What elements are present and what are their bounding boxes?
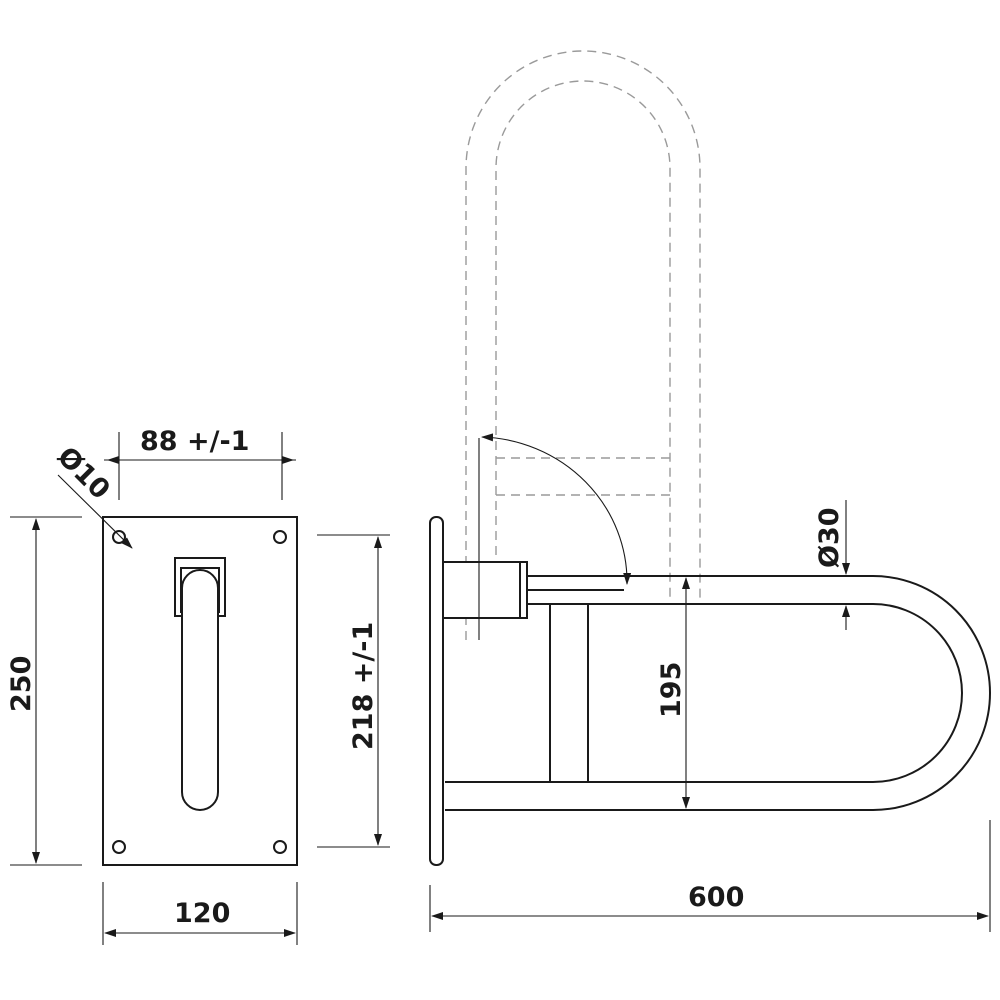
bar-span-label: 195 xyxy=(656,662,687,718)
tube-diameter-label: Ø30 xyxy=(814,507,845,568)
dimension-bar-length: 600 xyxy=(429,820,991,932)
front-view xyxy=(102,516,298,866)
hole-spacing-height-label: 218 +/-1 xyxy=(348,622,379,750)
mounting-hole-top-right xyxy=(273,530,287,544)
side-view xyxy=(429,50,991,866)
bar-tube-outer xyxy=(445,575,991,811)
plate-height-label: 250 xyxy=(6,656,37,712)
dimension-hole-spacing-height: 218 +/-1 xyxy=(317,534,390,848)
support-strut xyxy=(549,603,589,783)
folded-bar-front xyxy=(181,569,219,811)
wall-flange xyxy=(429,516,444,866)
dimension-plate-height: 250 xyxy=(6,516,82,866)
bar-tube-inner xyxy=(445,603,963,783)
dimension-hole-spacing-width: 88 +/-1 xyxy=(104,426,296,500)
mounting-hole-bottom-left xyxy=(112,840,126,854)
wall-plate xyxy=(102,516,298,866)
rotation-arc xyxy=(481,433,632,585)
mounting-hole-bottom-right xyxy=(273,840,287,854)
hole-spacing-width-label: 88 +/-1 xyxy=(140,426,249,457)
plate-width-label: 120 xyxy=(174,898,230,929)
mounting-hole-top-left xyxy=(112,530,126,544)
dimension-tube-diameter: Ø30 xyxy=(814,500,850,630)
dimension-bar-span: 195 xyxy=(656,577,690,809)
hinge-housing xyxy=(442,561,528,619)
bar-length-label: 600 xyxy=(688,882,744,913)
dimension-plate-width: 120 xyxy=(102,882,298,945)
hole-diameter-label: Ø10 xyxy=(51,441,116,506)
raised-position-ghost xyxy=(465,50,701,640)
